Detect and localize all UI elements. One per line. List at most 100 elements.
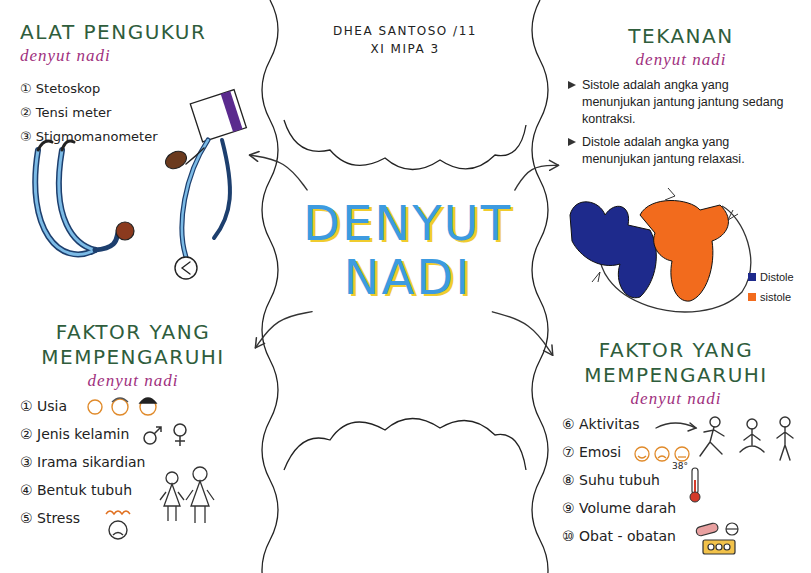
tensimeter-drawing-part [190, 90, 246, 142]
list-item: ① Usia [20, 392, 246, 420]
emotion-faces-part [678, 456, 686, 457]
emotion-faces [635, 447, 689, 461]
stethoscope-drawing-part [116, 222, 134, 240]
activity-figures-part [700, 427, 724, 456]
panel-subheading: denyut nadi [562, 388, 790, 410]
panel-subheading: denyut nadi [20, 370, 246, 392]
medicine-drawing-part [708, 544, 714, 550]
legend-item: Distole [748, 266, 794, 286]
emotion-faces-part [655, 447, 669, 461]
stress-face-part [109, 521, 127, 539]
body-shape-figures [160, 467, 214, 523]
activity-figures [656, 417, 793, 460]
central-title: DENYUT NADI [294, 197, 521, 305]
panel-subheading: denyut nadi [20, 45, 246, 67]
age-faces-part [112, 398, 128, 402]
author-name: DHEA SANTOSO /11 [325, 24, 485, 38]
divider-lines-part [532, 0, 548, 573]
divider-lines-part [284, 418, 526, 470]
activity-figures-part [688, 423, 696, 431]
panel-subheading: denyut nadi [568, 49, 794, 71]
emotion-faces-part [675, 447, 689, 461]
tensimeter-drawing-part [175, 257, 197, 279]
thermometer-drawing [690, 468, 700, 502]
gender-symbols-part [175, 436, 185, 446]
temperature-value: 38° [671, 461, 689, 471]
tensimeter-drawing [163, 90, 247, 279]
list-item: ③ Stigmomanometer [20, 125, 246, 149]
list-item: ② Jenis kelamin [20, 420, 246, 448]
legend-swatch [748, 293, 756, 301]
panel-heading: TEKANAN [568, 24, 794, 49]
tensimeter-drawing-part [186, 148, 204, 164]
medicine-drawing [695, 522, 738, 554]
connector-arrow [255, 312, 312, 348]
stethoscope-drawing-part [35, 150, 95, 254]
stress-face-part [106, 511, 130, 514]
definition-text: Distole adalah angka yang menunjukan jan… [568, 134, 794, 168]
heart-drawing-part [592, 272, 600, 282]
heart-drawing-part [665, 188, 675, 200]
age-faces-part [140, 398, 156, 403]
age-faces-part [88, 400, 102, 414]
heart-drawing-part [640, 200, 728, 301]
legend-text: Distole [760, 271, 794, 283]
emotion-faces-part [658, 456, 666, 458]
stress-face-part [113, 533, 123, 536]
topic-panel: TEKANANdenyut nadiSistole adalah angka y… [562, 20, 800, 172]
thermometer-drawing-part [692, 468, 698, 494]
stethoscope-drawing [35, 141, 134, 254]
panel-heading: FAKTOR YANG MEMPENGARUHI [20, 320, 246, 370]
tensimeter-drawing-part [163, 148, 190, 172]
tensimeter-drawing-part-part [190, 90, 246, 142]
medicine-drawing-part [703, 540, 735, 554]
gender-symbols-part [174, 424, 186, 436]
tensimeter-drawing-part-part [221, 91, 243, 132]
medicine-drawing-part [726, 523, 738, 535]
gender-symbols-part [154, 427, 161, 434]
connector-arrow [515, 165, 559, 190]
definition-text: Sistole adalah angka yang menunjukan jan… [568, 77, 794, 128]
stethoscope-drawing-part [59, 150, 95, 250]
divider-lines-part [262, 0, 278, 573]
connector-arrow [250, 155, 308, 190]
list-item: ⑩ Obat - obatan [562, 522, 790, 550]
legend-item: sistole [748, 286, 794, 306]
legend-swatch [748, 273, 756, 281]
list-item: ⑤ Stress [20, 504, 246, 532]
list-item: ③ Irama sikardian [20, 448, 246, 476]
medicine-drawing-part [716, 544, 722, 550]
stethoscope-drawing-part [59, 150, 95, 250]
stethoscope-drawing-part [95, 233, 118, 250]
emotion-faces-part [638, 456, 646, 458]
class-name: XI MIPA 3 [325, 42, 485, 56]
heart-drawing [570, 188, 751, 312]
tensimeter-drawing-part [214, 140, 230, 238]
medicine-drawing-part [726, 528, 738, 529]
activity-figures-part [780, 417, 790, 427]
connector-arrow [492, 312, 552, 355]
list-item: ⑨ Volume darah [562, 494, 790, 522]
panel-heading: FAKTOR YANG MEMPENGARUHI [562, 338, 790, 388]
medicine-drawing-part [724, 544, 730, 550]
topic-panel: FAKTOR YANG MEMPENGARUHIdenyut nadi① Usi… [14, 316, 252, 536]
divider-lines [262, 0, 548, 573]
thermometer-drawing-part [690, 492, 700, 502]
heart-drawing-part [728, 210, 738, 220]
age-faces [88, 398, 156, 415]
divider-lines-part [284, 120, 526, 170]
emotion-faces-part [635, 447, 649, 461]
age-faces-part [112, 399, 128, 415]
list-item: ④ Bentuk tubuh [20, 476, 246, 504]
topic-panel: ALAT PENGUKURdenyut nadi① Stetoskop② Ten… [14, 16, 252, 153]
panel-heading: ALAT PENGUKUR [20, 20, 246, 45]
activity-figures-part [777, 427, 793, 460]
gender-symbols [144, 424, 186, 446]
body-shape-figures-part [160, 484, 184, 521]
body-shape-figures-part [193, 467, 207, 481]
tensimeter-drawing-part [182, 262, 190, 274]
topic-panel: FAKTOR YANG MEMPENGARUHIdenyut nadi⑥ Akt… [556, 334, 796, 554]
activity-figures-part [740, 429, 764, 452]
activity-figures-part [747, 419, 757, 429]
